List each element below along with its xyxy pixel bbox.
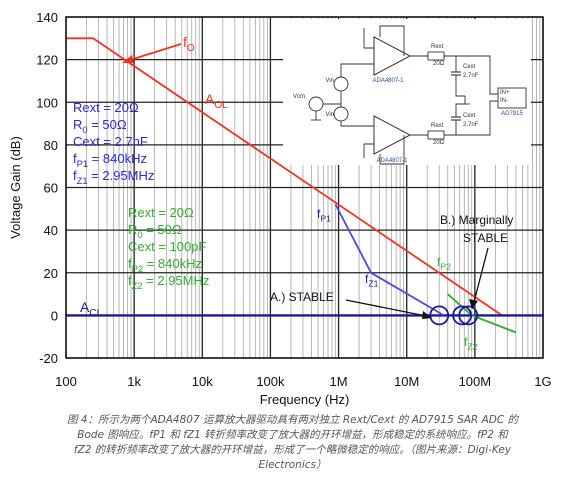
params1-line-2: R0 = 50Ω (73, 117, 127, 135)
y-tick-label: 0 (51, 308, 58, 323)
adc-in-neg-label: IN- (500, 98, 508, 104)
params1-line-4: fP1 = 840kHz (73, 151, 147, 169)
rext-bottom-label: Rext (431, 123, 444, 129)
cext-bottom-label: Cext (463, 113, 476, 119)
axes-group: 100 1k 10k 100k 1M 10M 100M 1G -20 0 20 40 60 80 100 12… (8, 10, 552, 407)
params1-line-1: Rext = 20Ω (73, 100, 139, 115)
feedback-bottom-inner (363, 143, 374, 158)
y-axis-label: Voltage Gain (dB) (8, 136, 23, 239)
fo-label: fO (183, 34, 195, 54)
adc-block (497, 87, 527, 109)
x-tick-label: 1M (330, 374, 348, 389)
resistor-bottom-value: 20Ω (433, 140, 445, 146)
stable-arrow-line (345, 299, 427, 317)
stable-label: A.) STABLE (270, 290, 334, 304)
cap-top-wire-2 (455, 75, 465, 97)
circuit-schematic: ADA4807-1ADA4807-1VinVinVcmRext20ΩRext20… (283, 19, 531, 165)
crossover-circle-3 (458, 305, 479, 326)
annotation-group: fO AOL ACL fP1 fZ1 fP2 fZ2 A.) STABLE B.) Margin… (73, 34, 513, 352)
marginal-label-line2: STABLE (463, 231, 508, 245)
amplifier-top-symbol (373, 36, 412, 76)
y-tick-label: 120 (36, 53, 58, 68)
adc-label: AD7915 (501, 111, 523, 117)
y-tick-label: 40 (44, 223, 58, 238)
cext-top-label: Cext (463, 64, 476, 70)
x-tick-label: 100 (55, 374, 77, 389)
series-line-3 (334, 204, 445, 317)
series-line-1 (66, 37, 503, 317)
y-tick-label: 80 (44, 138, 58, 153)
vin-bottom-label: Vin (325, 112, 334, 118)
params1-line-3: Cext = 2.7nF (73, 134, 148, 149)
source-bottom-symbol (333, 106, 349, 122)
x-tick-label: 1k (127, 374, 141, 389)
marginal-arrow-line (473, 247, 489, 303)
plot-frame (65, 16, 544, 359)
x-tick-label: 10k (192, 374, 213, 389)
caption-line-4: Electronics） (258, 459, 327, 471)
x-tick-label: 1G (534, 374, 551, 389)
rext-top-label: Rext (431, 44, 444, 50)
cap-bottom-value: 2.7nF (463, 122, 479, 128)
aol-label: AOL (205, 91, 228, 111)
caption-line-2: Bode 图响应。fP1 和 fZ1 转折频率改变了放大器的开环增益，形成稳定的… (77, 429, 508, 441)
y-tick-label: 140 (36, 10, 58, 25)
acl-label: ACL (80, 299, 103, 319)
fz2-label: fZ2 (464, 335, 478, 352)
feedback-top-inner (363, 28, 374, 49)
params2-line-2: R0 = 50Ω (128, 222, 182, 240)
params2-line-3: Cext = 100pF (128, 239, 206, 254)
x-tick-label: 10M (394, 374, 419, 389)
schematic-background (283, 19, 531, 165)
x-tick-label: 100M (459, 374, 492, 389)
fo-arrow-line (129, 43, 182, 61)
fz1-label: fZ1 (365, 272, 379, 289)
caption-line-3: fZ2 的转折频率改变了放大器的开环增益，形成了一个略微稳定的响应。（图片来源：… (73, 444, 512, 456)
resistor-top-symbol (427, 51, 445, 61)
fp2-label: fP2 (437, 255, 451, 272)
out-bottom-wire-2 (444, 100, 498, 136)
params2-line-4: fP2 = 840kHz (128, 256, 202, 274)
x-tick-label: 100k (256, 374, 285, 389)
vcm-label: Vcm (293, 94, 305, 100)
bode-chart: ADA4807-1ADA4807-1VinVinVcmRext20ΩRext20… (8, 10, 552, 407)
amplifier-bottom-symbol (373, 115, 412, 155)
y-tick-label: 20 (44, 266, 58, 281)
figure-caption: 图 4：所示为两个ADA4807 运算放大器驱动具有两对独立 Rext/Cext… (8, 413, 577, 473)
params2-line-1: Rext = 20Ω (128, 205, 194, 220)
x-axis-label: Frequency (Hz) (260, 392, 350, 407)
marginal-arrow-head (469, 299, 478, 309)
resistor-bottom-symbol (427, 130, 445, 140)
source-top-symbol (333, 76, 349, 92)
y-tick-label: 100 (36, 95, 58, 110)
vin-top-label: Vin (325, 78, 334, 84)
feedback-top-wire (379, 25, 405, 56)
source-vcm-symbol (308, 96, 324, 112)
y-tick-label: -20 (39, 351, 58, 366)
amplifier-top-label: ADA4807-1 (372, 78, 404, 84)
input-top-wire (340, 63, 374, 77)
cap-top-value: 2.7nF (463, 73, 479, 79)
series-group (66, 37, 543, 334)
amplifier-bottom-label: ADA4807-1 (376, 158, 408, 164)
params2-line-5: fZ2 = 2.95MHz (128, 273, 209, 291)
crossover-circle-2 (452, 305, 473, 326)
marginal-label-line1: B.) Marginally (440, 213, 513, 227)
fo-arrow-head (122, 55, 134, 63)
adc-in-pos-label: IN+ (500, 90, 510, 96)
caption-line-1: 图 4：所示为两个ADA4807 运算放大器驱动具有两对独立 Rext/Cext… (66, 414, 519, 426)
feedback-bottom-wire (379, 135, 405, 165)
resistor-top-value: 20Ω (433, 61, 445, 67)
out-top-wire-2 (444, 55, 498, 95)
crossover-circle-1 (429, 305, 450, 326)
fp1-label: fP1 (317, 207, 331, 224)
y-tick-label: 60 (44, 181, 58, 196)
stable-arrow-head (422, 311, 432, 319)
input-bottom-wire (340, 121, 374, 127)
params1-line-5: fZ1 = 2.95MHz (73, 168, 154, 186)
